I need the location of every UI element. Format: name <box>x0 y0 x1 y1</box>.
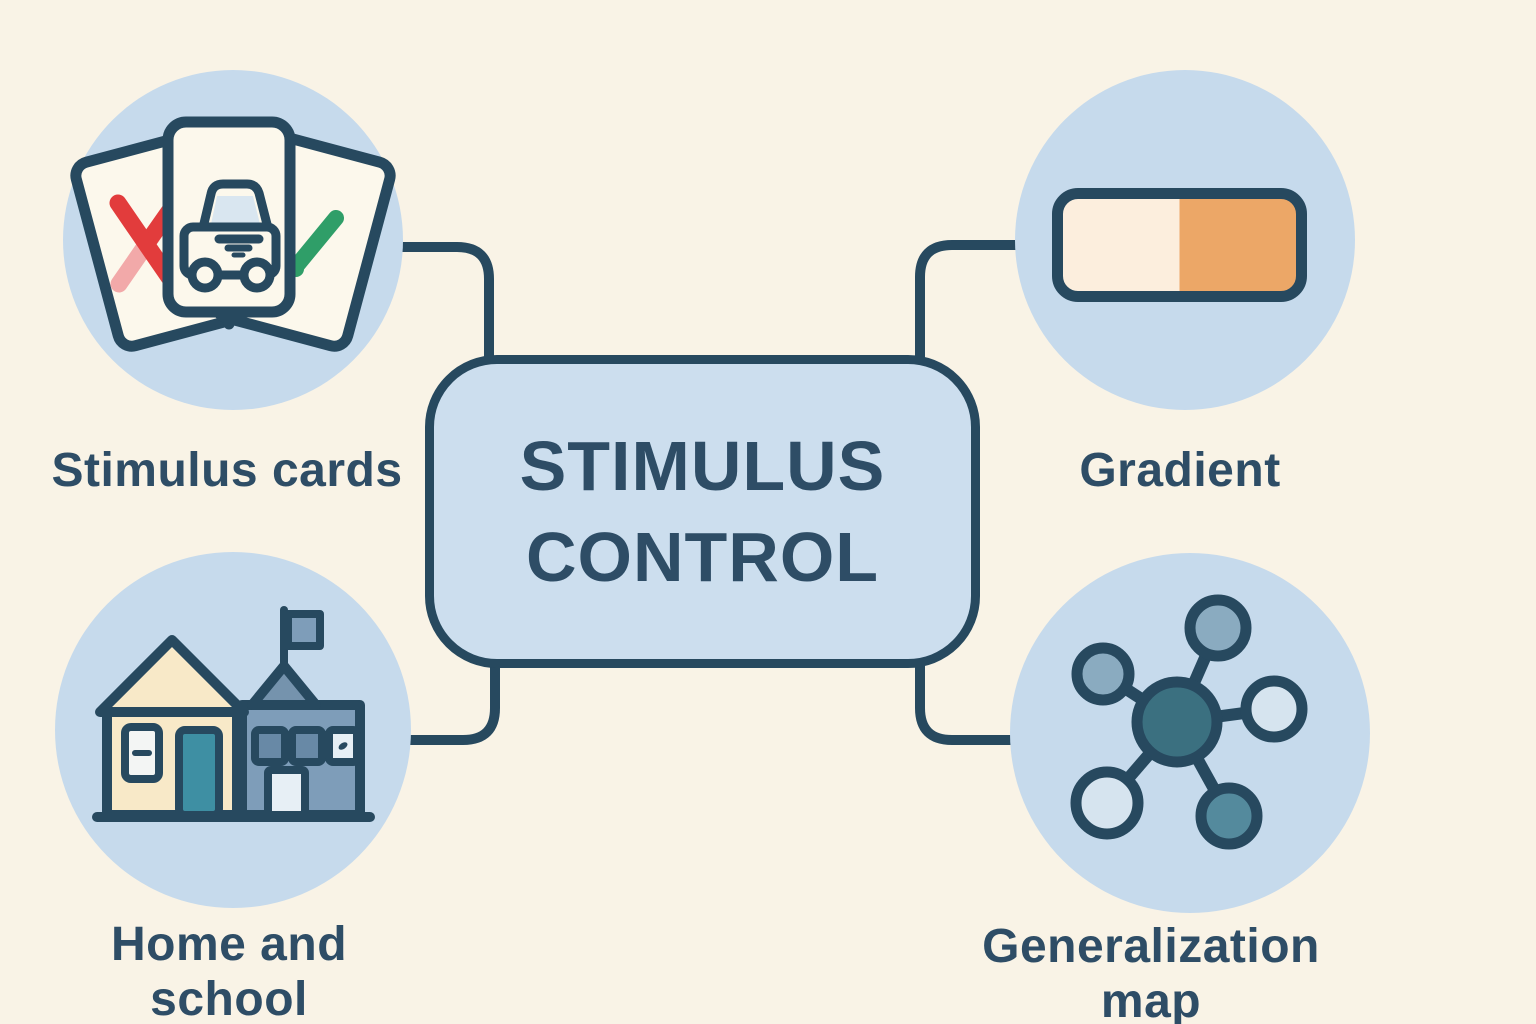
network-node <box>1070 766 1144 840</box>
label-gradient: Gradient <box>1079 444 1281 497</box>
house-door <box>175 726 223 819</box>
gradient-bar-icon <box>1052 188 1307 302</box>
car-icon <box>179 179 281 293</box>
network-node <box>1240 675 1308 743</box>
stimulus-control-box: STIMULUS CONTROL <box>425 355 980 668</box>
generalization-map-icon <box>1070 594 1308 850</box>
label-stimulus-cards: Stimulus cards <box>51 444 403 497</box>
network-node <box>1071 642 1135 706</box>
connector-bottom-left <box>398 660 500 745</box>
label-generalization-map: Generalization map <box>982 920 1320 1024</box>
stimulus-cards-icon <box>70 116 396 352</box>
node-gradient <box>1015 70 1355 410</box>
network-node <box>1195 782 1263 850</box>
connector-bottom-right <box>915 660 1018 745</box>
network-node <box>1184 594 1252 662</box>
title-line-2: CONTROL <box>525 517 880 596</box>
school-flag-icon <box>284 610 324 650</box>
title-line-1: STIMULUS <box>519 426 886 505</box>
school-building <box>237 606 365 820</box>
network-hub-node <box>1131 676 1223 768</box>
label-home-and-school: Home and school <box>110 918 348 1024</box>
house <box>95 635 249 820</box>
node-stimulus-cards <box>63 70 403 410</box>
node-home-and-school <box>55 552 411 908</box>
connector-top-left <box>390 242 494 362</box>
node-generalization-map <box>1010 553 1370 913</box>
home-and-school-icon <box>92 606 375 822</box>
connector-top-right <box>915 240 1022 362</box>
